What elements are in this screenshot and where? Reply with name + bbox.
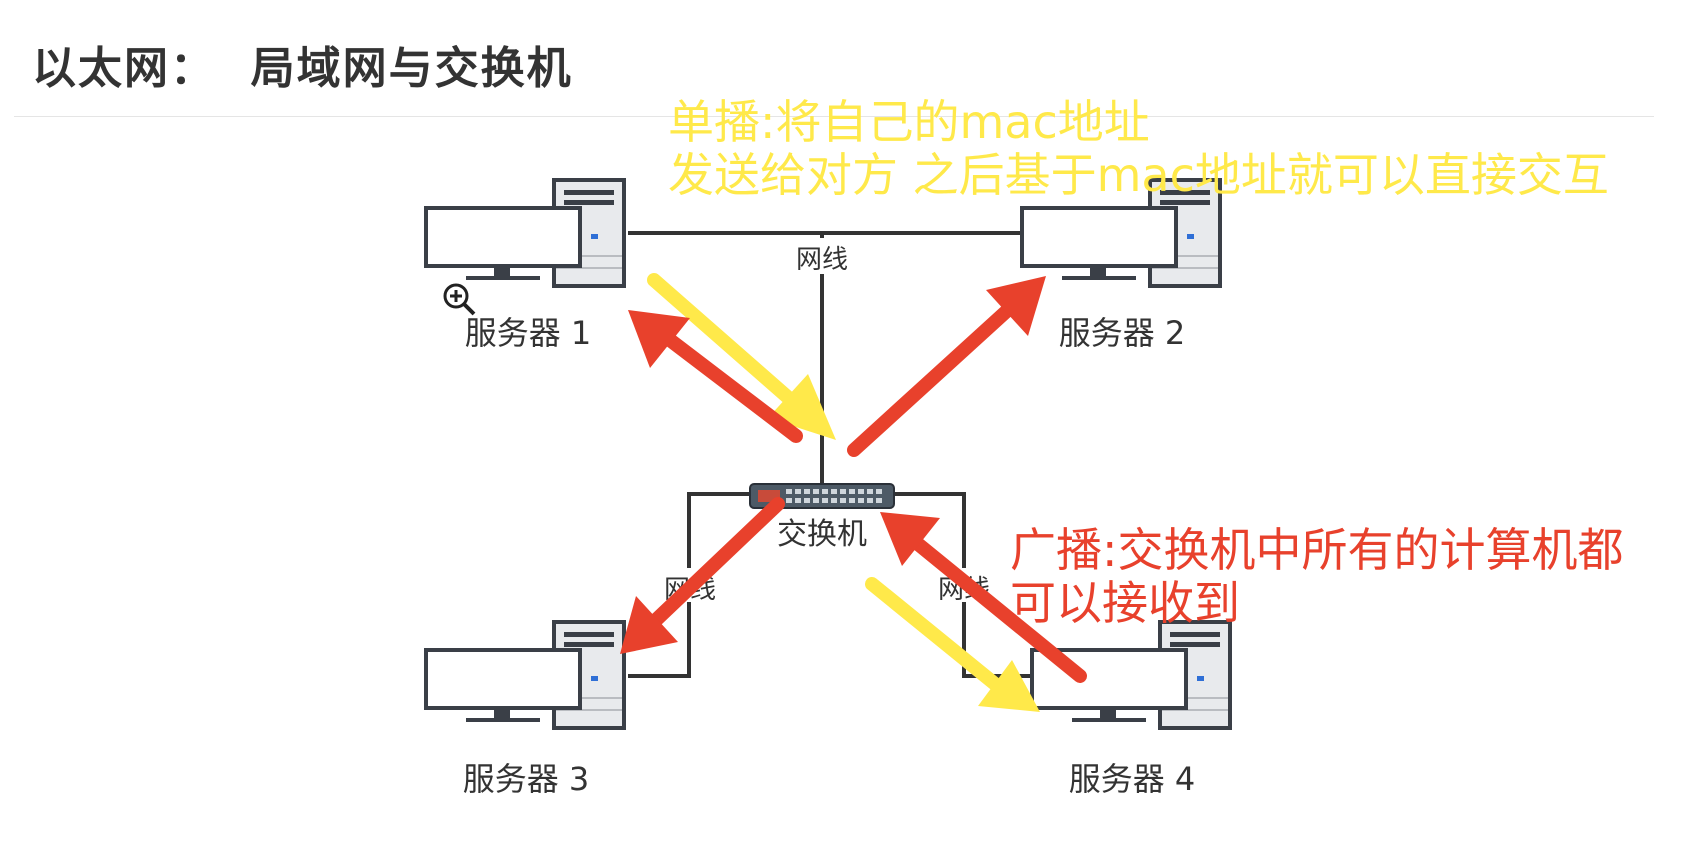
unicast-arrow-2-head (978, 660, 1040, 712)
server-4-label: 服务器 4 (1069, 760, 1196, 798)
cable-label-top: 网线 (796, 245, 848, 275)
broadcast-arrow-1-shaft (663, 333, 803, 443)
unicast-arrow-2-shaft (865, 577, 1002, 691)
server-1 (424, 178, 626, 288)
broadcast-arrow-3-head (620, 596, 678, 654)
unicast-note: 单播:将自己的mac地址 发送给对方 之后基于mac地址就可以直接交互 (668, 96, 1609, 202)
broadcast-arrow-3-shaft (649, 497, 785, 627)
server-2-label: 服务器 2 (1059, 314, 1186, 352)
broadcast-note-line2: 可以接收到 (1010, 575, 1240, 630)
unicast-note-line2: 发送给对方 之后基于mac地址就可以直接交互 (668, 147, 1609, 202)
server-3-label: 服务器 3 (463, 760, 590, 798)
switch-icon (749, 483, 895, 509)
switch-label: 交换机 (777, 517, 867, 552)
broadcast-arrow-2-shaft (847, 301, 1017, 457)
broadcast-arrow-4-shaft (911, 537, 1087, 683)
page-title: 以太网： 局域网与交换机 (32, 43, 573, 94)
server-1-label: 服务器 1 (465, 314, 592, 352)
cables (628, 231, 1032, 678)
server-3 (424, 620, 626, 730)
broadcast-arrow-1-head (628, 310, 690, 368)
cable-label-bg-top (786, 238, 858, 274)
broadcast-arrow-2-head (986, 276, 1046, 336)
divider (14, 116, 1654, 117)
unicast-arrows (647, 273, 1040, 712)
unicast-note-line1: 单播:将自己的mac地址 (668, 95, 1150, 149)
broadcast-note-line1: 广播:交换机中所有的计算机都 (1010, 523, 1624, 577)
server-4 (1030, 620, 1232, 730)
broadcast-note: 广播:交换机中所有的计算机都 可以接收到 (1010, 524, 1624, 630)
broadcast-arrow-4-head (880, 512, 940, 566)
broadcast-arrows (620, 276, 1087, 683)
unicast-arrow-1-shaft (647, 273, 807, 415)
zoom-in-icon (443, 283, 476, 316)
